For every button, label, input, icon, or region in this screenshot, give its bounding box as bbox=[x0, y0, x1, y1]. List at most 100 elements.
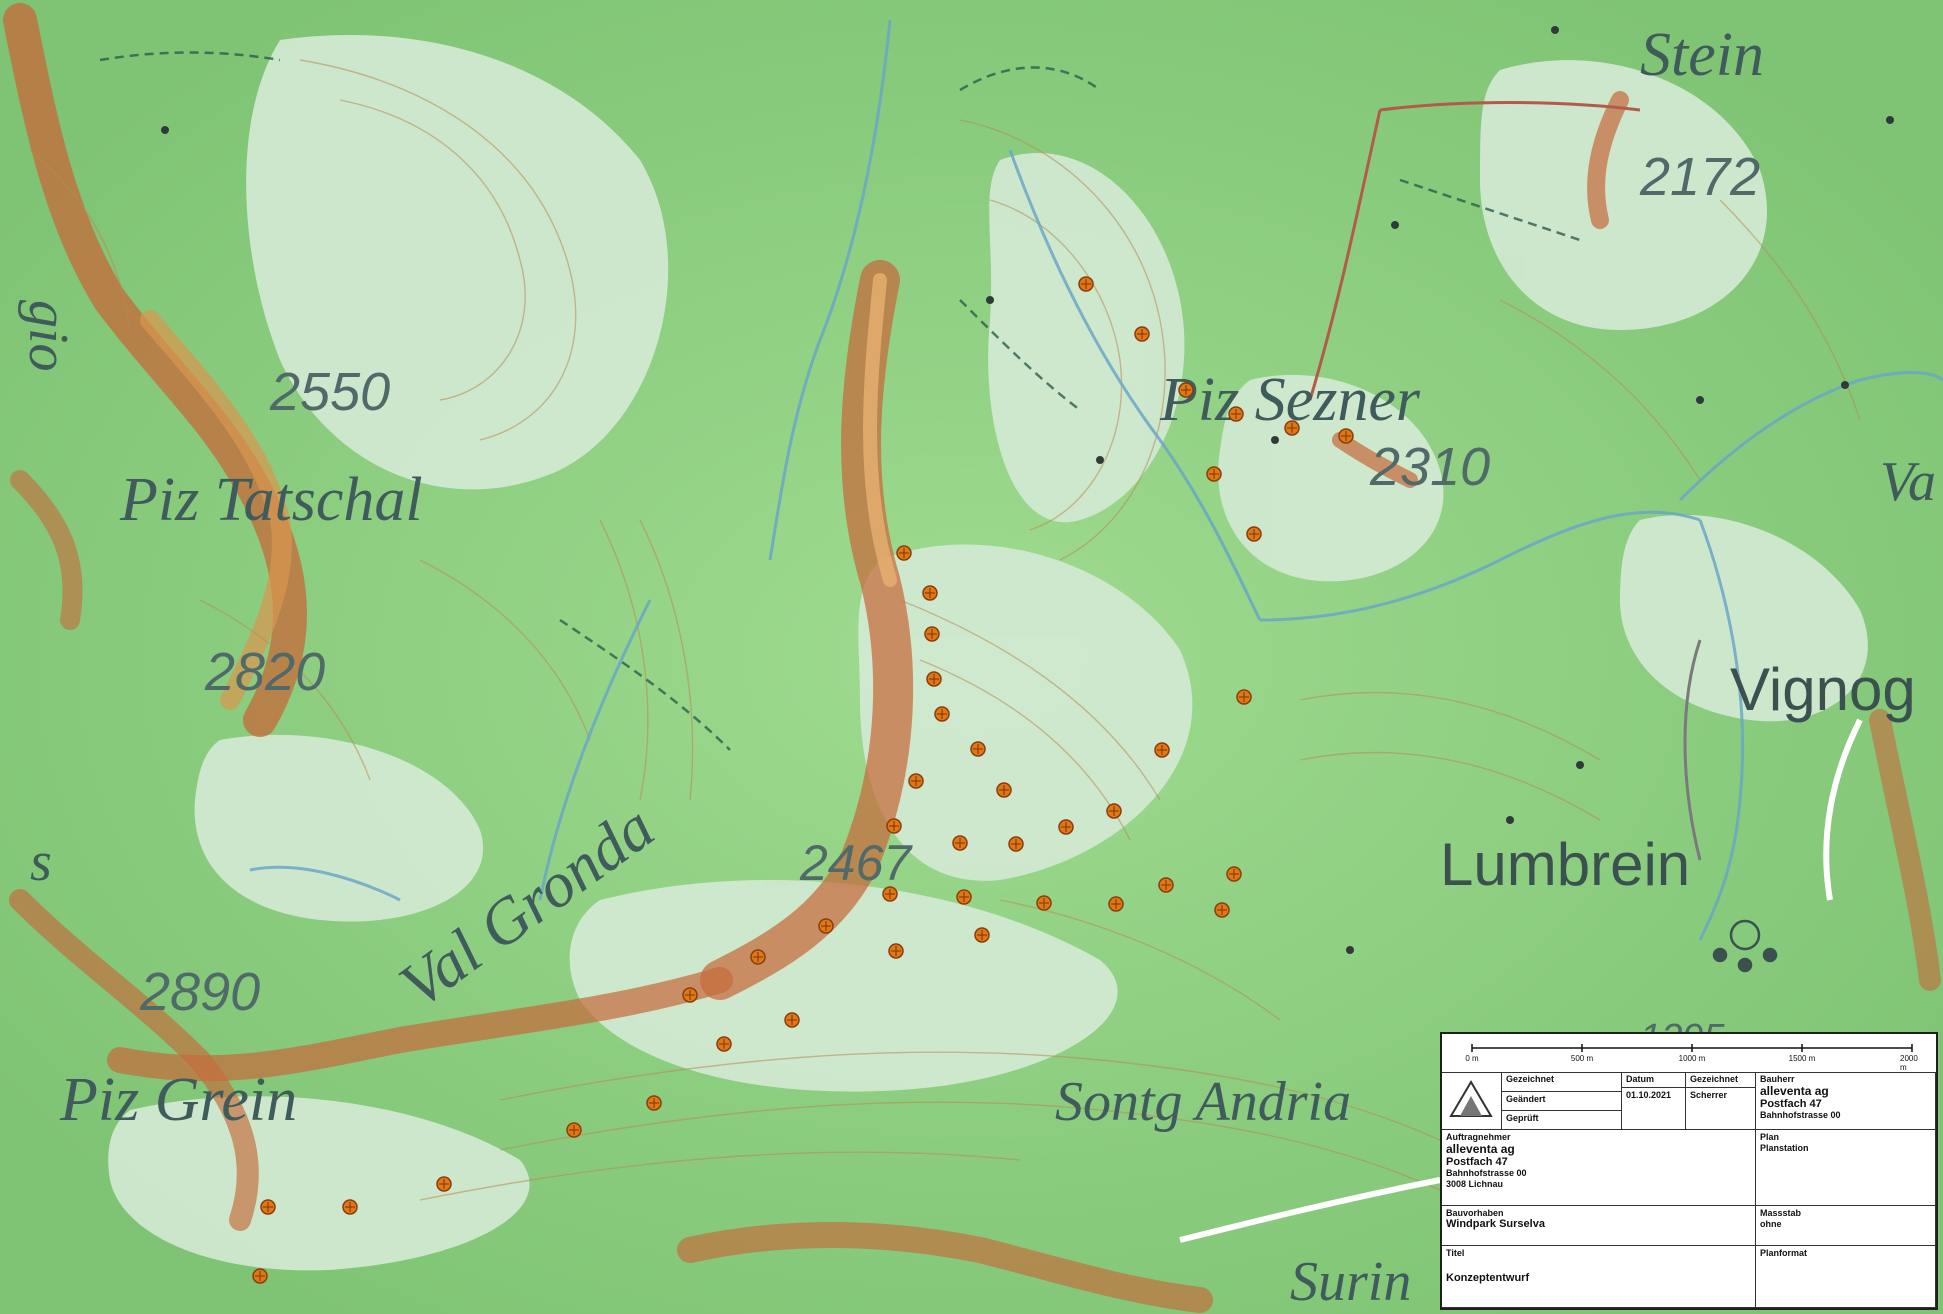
turbine-marker[interactable] bbox=[1058, 819, 1074, 835]
turbine-marker[interactable] bbox=[566, 1122, 582, 1138]
row-label-checked: Geprüft bbox=[1502, 1111, 1622, 1130]
scale-tick-0: 0 m bbox=[1465, 1054, 1479, 1063]
place-s: s bbox=[30, 831, 52, 893]
contractor-cell: Auftragnehmer alleventa ag Postfach 47 B… bbox=[1442, 1130, 1756, 1206]
company-logo bbox=[1442, 1072, 1502, 1130]
turbine-marker[interactable] bbox=[1338, 428, 1354, 444]
scale-bar-graphic bbox=[1471, 1044, 1913, 1052]
turbine-marker[interactable] bbox=[882, 886, 898, 902]
scale-tick-1: 500 m bbox=[1570, 1054, 1594, 1063]
place-piz-tatschal: Piz Tatschal bbox=[119, 466, 423, 534]
turbine-marker[interactable] bbox=[1226, 866, 1242, 882]
head-date: Datum bbox=[1622, 1072, 1686, 1088]
scale-tick-3: 1500 m bbox=[1788, 1054, 1816, 1063]
turbine-marker[interactable] bbox=[1154, 742, 1170, 758]
peak-2820: 2820 bbox=[204, 642, 325, 702]
turbine-marker[interactable] bbox=[1134, 326, 1150, 342]
turbine-marker[interactable] bbox=[1284, 420, 1300, 436]
turbine-marker[interactable] bbox=[1158, 877, 1174, 893]
peak-2310: 2310 bbox=[1369, 437, 1490, 497]
rivers bbox=[249, 19, 1943, 941]
turbine-marker[interactable] bbox=[1078, 276, 1094, 292]
place-vignog: Vignog bbox=[1730, 656, 1916, 723]
turbine-marker[interactable] bbox=[1246, 526, 1262, 542]
row-label-drawn: Gezeichnet bbox=[1502, 1072, 1622, 1092]
turbine-marker[interactable] bbox=[1236, 689, 1252, 705]
turbine-marker[interactable] bbox=[1036, 895, 1052, 911]
turbine-marker[interactable] bbox=[934, 706, 950, 722]
plan-label: Plan bbox=[1760, 1132, 1780, 1142]
rock-ridges bbox=[3, 3, 1941, 1313]
title-cell: Titel Konzeptentwurf bbox=[1442, 1246, 1756, 1308]
turbine-marker[interactable] bbox=[784, 1012, 800, 1028]
turbine-marker[interactable] bbox=[888, 943, 904, 959]
turbine-marker[interactable] bbox=[974, 927, 990, 943]
turbine-marker[interactable] bbox=[908, 773, 924, 789]
place-piz-grein: Piz Grein bbox=[59, 1066, 297, 1134]
place-sontg-andria: Sontg Andria bbox=[1055, 1071, 1351, 1133]
head-drawn: Gezeichnet bbox=[1686, 1072, 1756, 1088]
drawn-by-value: Scherrer bbox=[1686, 1088, 1756, 1130]
turbine-marker[interactable] bbox=[886, 818, 902, 834]
place-surin: Surin bbox=[1290, 1251, 1411, 1313]
place-stein: Stein bbox=[1640, 21, 1764, 89]
scale-value: ohne bbox=[1760, 1219, 1782, 1229]
turbine-marker[interactable] bbox=[1008, 836, 1024, 852]
title-value: Konzeptentwurf bbox=[1446, 1272, 1530, 1284]
turbine-marker[interactable] bbox=[646, 1095, 662, 1111]
contractor-line-3: Bahnhofstrasse 00 bbox=[1446, 1168, 1527, 1178]
client-line-1: alleventa ag bbox=[1760, 1084, 1829, 1098]
turbine-marker[interactable] bbox=[922, 585, 938, 601]
scale-tick-2: 1000 m bbox=[1678, 1054, 1706, 1063]
plan-value: Planstation bbox=[1760, 1143, 1809, 1153]
turbine-marker[interactable] bbox=[956, 889, 972, 905]
place-va: Va bbox=[1880, 451, 1936, 513]
peak-2467: 2467 bbox=[799, 835, 913, 891]
format-cell: Planformat bbox=[1756, 1246, 1936, 1308]
turbine-marker[interactable] bbox=[716, 1036, 732, 1052]
turbine-marker[interactable] bbox=[260, 1199, 276, 1215]
project-label: Bauvorhaben bbox=[1446, 1208, 1504, 1218]
title-label: Titel bbox=[1446, 1248, 1465, 1258]
turbine-marker[interactable] bbox=[1178, 382, 1194, 398]
turbine-markers[interactable] bbox=[252, 276, 1354, 1284]
date-value: 01.10.2021 bbox=[1622, 1088, 1686, 1130]
turbine-marker[interactable] bbox=[252, 1268, 268, 1284]
title-block: 0 m 500 m 1000 m 1500 m 2000 m Gezeichne… bbox=[1440, 1032, 1938, 1310]
turbine-marker[interactable] bbox=[996, 782, 1012, 798]
turbine-marker[interactable] bbox=[926, 671, 942, 687]
turbine-marker[interactable] bbox=[818, 918, 834, 934]
turbine-marker[interactable] bbox=[896, 545, 912, 561]
roads bbox=[1179, 101, 1863, 1243]
project-cell: Bauvorhaben Windpark Surselva bbox=[1442, 1206, 1756, 1246]
village-symbol bbox=[1712, 919, 1778, 973]
plan-cell: Plan Planstation bbox=[1756, 1130, 1936, 1206]
contractor-line-4: 3008 Lichnau bbox=[1446, 1179, 1504, 1189]
client-cell: Bauherr alleventa ag Postfach 47 Bahnhof… bbox=[1756, 1072, 1936, 1130]
turbine-marker[interactable] bbox=[682, 987, 698, 1003]
peak-2550: 2550 bbox=[269, 362, 390, 422]
turbine-marker[interactable] bbox=[1214, 902, 1230, 918]
client-line-3: Bahnhofstrasse 00 bbox=[1760, 1110, 1841, 1120]
format-label: Planformat bbox=[1760, 1248, 1808, 1258]
turbine-marker[interactable] bbox=[1106, 803, 1122, 819]
peak-2172: 2172 bbox=[1639, 147, 1760, 207]
project-value: Windpark Surselva bbox=[1446, 1218, 1545, 1230]
turbine-marker[interactable] bbox=[1108, 896, 1124, 912]
row-label-changed: Geändert bbox=[1502, 1092, 1622, 1111]
turbine-marker[interactable] bbox=[436, 1176, 452, 1192]
scale-bar: 0 m 500 m 1000 m 1500 m 2000 m bbox=[1442, 1034, 1936, 1073]
scale-tick-4: 2000 m bbox=[1900, 1054, 1918, 1072]
client-label: Bauherr bbox=[1760, 1074, 1795, 1084]
turbine-marker[interactable] bbox=[924, 626, 940, 642]
place-lumbrein: Lumbrein bbox=[1440, 831, 1690, 898]
turbine-marker[interactable] bbox=[1228, 406, 1244, 422]
turbine-marker[interactable] bbox=[342, 1199, 358, 1215]
contractor-line-1: alleventa ag bbox=[1446, 1142, 1515, 1156]
turbine-marker[interactable] bbox=[1206, 466, 1222, 482]
turbine-marker[interactable] bbox=[970, 741, 986, 757]
place-gio: gio bbox=[17, 300, 79, 372]
turbine-marker[interactable] bbox=[750, 949, 766, 965]
turbine-marker[interactable] bbox=[952, 835, 968, 851]
